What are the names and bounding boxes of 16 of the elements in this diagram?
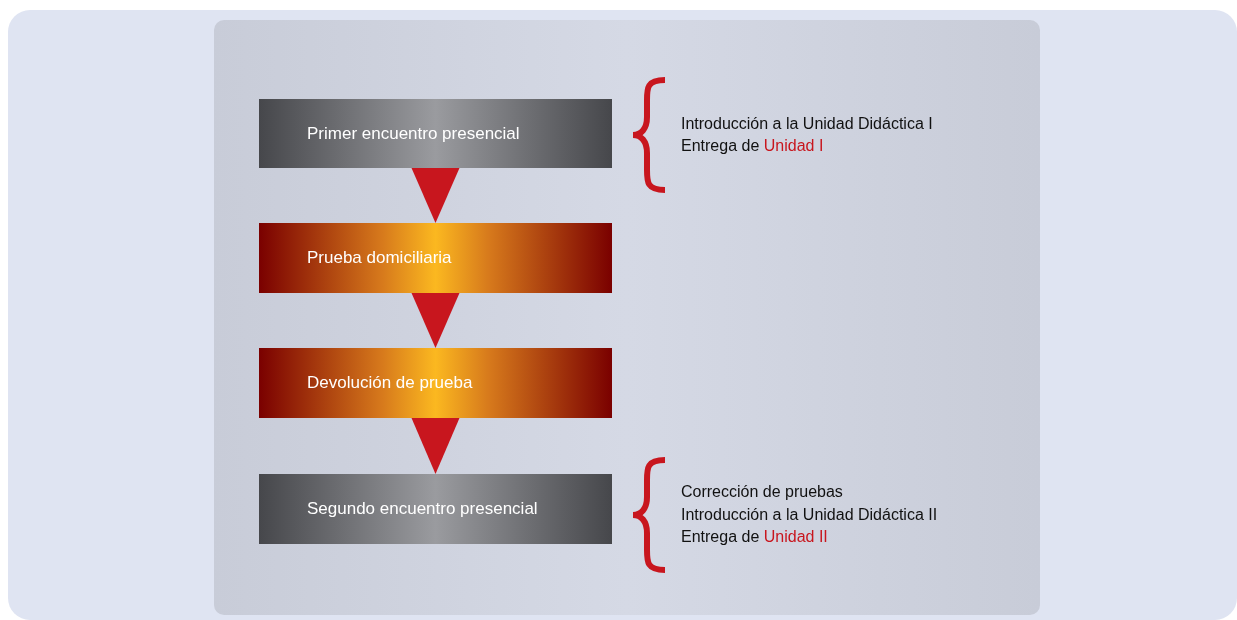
arrow bbox=[411, 418, 460, 474]
note-text: Entrega de Unidad II bbox=[681, 527, 829, 548]
note-text: Corrección de pruebas bbox=[681, 482, 844, 503]
arrow bbox=[411, 293, 460, 348]
process-box bbox=[259, 348, 612, 418]
step-label: Devolución de prueba bbox=[307, 373, 473, 393]
arrow bbox=[411, 168, 460, 223]
note-text: Introducción a la Unidad Didáctica II bbox=[681, 504, 938, 525]
process-box bbox=[259, 99, 612, 168]
step-label: Segundo encuentro presencial bbox=[307, 499, 538, 519]
process-box bbox=[259, 474, 612, 544]
note-text: Entrega de Unidad I bbox=[681, 136, 825, 156]
step-label: Primer encuentro presencial bbox=[307, 123, 520, 144]
note-text: Introducción a la Unidad Didáctica I bbox=[681, 113, 933, 134]
process-box bbox=[259, 223, 612, 293]
step-label: Prueba domiciliaria bbox=[307, 248, 452, 268]
